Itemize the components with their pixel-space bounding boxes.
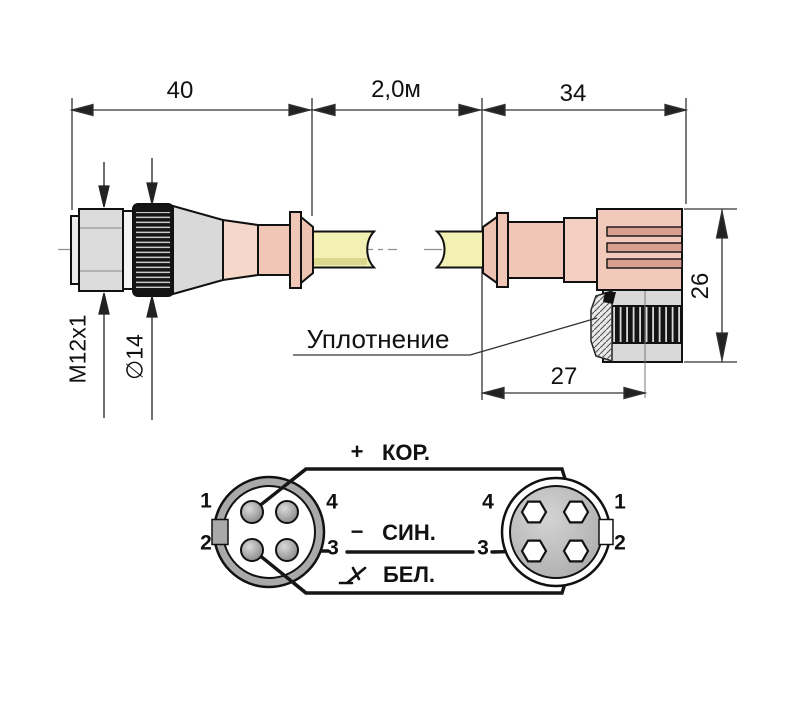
body-rib-slot bbox=[606, 258, 683, 269]
wire-label-blue: СИН. bbox=[382, 520, 436, 545]
pin-label-right-1: 1 bbox=[614, 490, 626, 514]
keying-notch bbox=[211, 518, 229, 546]
strain-relief-taper bbox=[300, 214, 314, 286]
diameter-dimension-arrows bbox=[98, 158, 158, 420]
socket-2 bbox=[562, 539, 590, 563]
dim-26-label: 26 bbox=[687, 272, 714, 300]
pin-label-left-2: 2 bbox=[200, 531, 212, 555]
socket-1 bbox=[562, 500, 590, 524]
plus-symbol: + bbox=[350, 439, 364, 464]
dim-cable-length-label: 2,0м bbox=[371, 76, 421, 103]
pin-label-left-1: 1 bbox=[200, 489, 212, 513]
offset-dimension bbox=[480, 386, 648, 400]
height-dimension bbox=[684, 208, 737, 363]
socket-3 bbox=[520, 539, 548, 563]
dim-34-label: 34 bbox=[559, 80, 587, 107]
knurl-texture bbox=[136, 212, 170, 288]
switch-symbol-icon bbox=[338, 566, 367, 585]
seal-clip bbox=[603, 292, 616, 304]
connector-tip bbox=[70, 215, 80, 285]
strain-relief-collar bbox=[496, 212, 509, 288]
pin-1 bbox=[240, 500, 264, 524]
strain-relief-taper bbox=[482, 215, 498, 285]
collar-step bbox=[563, 217, 599, 283]
arrowhead bbox=[458, 103, 483, 117]
arrowhead bbox=[664, 103, 689, 117]
arrowhead bbox=[623, 386, 648, 400]
arrowhead bbox=[715, 210, 729, 239]
dim-40-label: 40 bbox=[166, 77, 194, 104]
diameter-label: ∅14 bbox=[121, 334, 148, 380]
pin-label-right-2: 2 bbox=[614, 531, 626, 555]
pin-label-left-4: 4 bbox=[326, 490, 338, 514]
pin-2 bbox=[240, 538, 264, 562]
angled-connector-side-view bbox=[424, 208, 683, 398]
nut-bottom-band bbox=[602, 342, 683, 363]
pin-3 bbox=[275, 538, 299, 562]
pink-tube bbox=[257, 224, 291, 276]
arrowhead bbox=[481, 103, 506, 117]
top-dimension-lines bbox=[69, 98, 689, 400]
wire-label-brown: КОР. bbox=[381, 440, 431, 465]
pin-label-right-3: 3 bbox=[477, 536, 489, 560]
body-rib-slot bbox=[606, 226, 683, 237]
minus-symbol: − bbox=[350, 519, 364, 544]
dim-27-label: 27 bbox=[550, 363, 578, 390]
pin-4 bbox=[275, 500, 299, 524]
thread-label: M12x1 bbox=[64, 314, 91, 384]
arrowhead bbox=[480, 386, 505, 400]
strain-relief-collar bbox=[289, 211, 302, 289]
gray-taper bbox=[172, 204, 224, 296]
straight-connector-side-view bbox=[58, 203, 397, 297]
thread-section bbox=[78, 208, 124, 292]
pink-taper bbox=[222, 218, 259, 282]
wire-label-white: БЕЛ. bbox=[382, 562, 436, 587]
pinout-diagram bbox=[211, 467, 614, 595]
thread-ring bbox=[122, 210, 134, 290]
socket-4 bbox=[520, 500, 548, 524]
seal-label: Уплотнение bbox=[306, 324, 450, 354]
cable-right bbox=[434, 230, 484, 269]
pin-label-right-4: 4 bbox=[482, 490, 494, 514]
female-connector-face bbox=[500, 476, 614, 588]
pink-tube bbox=[507, 221, 565, 279]
arrowhead bbox=[69, 103, 94, 117]
body-rib-slot bbox=[606, 242, 683, 253]
arrowhead bbox=[288, 103, 313, 117]
seal-leader-line bbox=[293, 317, 598, 356]
pin-label-left-3: 3 bbox=[327, 536, 339, 560]
arrowhead bbox=[715, 332, 729, 361]
seal-hatching bbox=[591, 291, 612, 361]
knurled-nut bbox=[602, 305, 683, 344]
arrowhead bbox=[311, 103, 336, 117]
keying-notch bbox=[598, 518, 614, 546]
male-connector-face bbox=[211, 467, 326, 595]
